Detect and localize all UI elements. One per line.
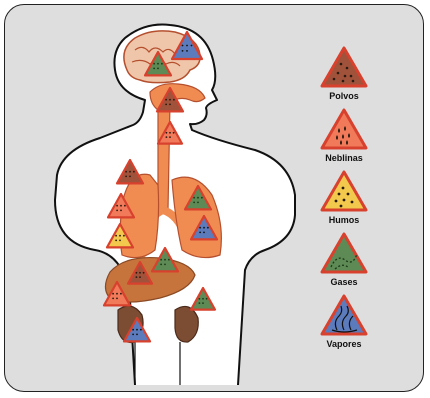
legend-item-neblinas: Neblinas [322,110,366,163]
legend: Polvos Neblinas Humos [322,48,366,349]
body-marker-speck [120,205,122,207]
body-marker-speck [165,99,167,101]
body-marker-speck [136,333,138,335]
body-marker-speck [161,63,163,65]
body-marker-speck [119,239,121,241]
legend-item-polvos: Polvos [322,48,366,101]
body-marker-speck [116,293,118,295]
body-marker-speck [191,45,193,47]
body-marker-speck [186,50,188,52]
body-marker-speck [129,175,131,177]
legend-label-neblinas: Neblinas [325,153,363,163]
body-marker-speck [125,171,127,173]
body-marker-speck [199,298,201,300]
body-marker-speck [139,272,141,274]
body-marker-speck [164,259,166,261]
body-marker-speck [123,235,125,237]
body-marker-speck [199,302,201,304]
body-marker-speck [201,197,203,199]
body-marker-speck [197,197,199,199]
body-marker-speck [136,276,138,278]
body-marker-speck [207,227,209,229]
body-marker-speck [120,293,122,295]
body-marker-speck [166,136,168,138]
body-marker-speck [164,263,166,265]
body-marker-speck [193,201,195,203]
body-marker-speck [157,63,159,65]
body-marker-speck [203,227,205,229]
body-marker-speck [129,171,131,173]
legend-label-gases: Gases [330,277,357,287]
body-marker-speck [165,103,167,105]
body-marker-speck [168,259,170,261]
body-marker-speck [116,297,118,299]
legend-label-vapores: Vapores [326,339,361,349]
body-marker-speck [160,263,162,265]
body-marker-speck [124,205,126,207]
legend-label-humos: Humos [329,215,360,225]
body-marker-speck [139,276,141,278]
body-marker-speck [132,329,134,331]
body-marker-speck [153,63,155,65]
body-marker-speck [112,293,114,295]
legend-label-polvos: Polvos [329,91,359,101]
body-marker-speck [157,67,159,69]
body-marker-speck [160,259,162,261]
legend-item-humos: Humos [322,172,366,225]
body-marker-speck [136,329,138,331]
body-marker-speck [115,235,117,237]
body-marker-speck [169,103,171,105]
body-marker-speck [173,132,175,134]
body-marker-speck [193,197,195,199]
body-marker-speck [136,272,138,274]
body-marker-speck [202,298,204,300]
body-marker-speck [199,231,201,233]
body-marker-speck [173,99,175,101]
body-marker-speck [120,209,122,211]
body-marker-speck [203,231,205,233]
body-marker-speck [202,302,204,304]
body-marker-speck [119,235,121,237]
body-marker-speck [182,45,184,47]
body-marker-speck [197,201,199,203]
body-marker-speck [169,136,171,138]
body-marker-speck [169,132,171,134]
body-marker-speck [115,239,117,241]
body-marker-speck [116,205,118,207]
body-marker-speck [186,45,188,47]
body-marker-speck [125,175,127,177]
body-marker-speck [199,227,201,229]
body-marker-speck [140,329,142,331]
body-marker-speck [143,272,145,274]
body-marker-speck [133,171,135,173]
body-marker-speck [116,209,118,211]
body-marker-speck [182,50,184,52]
body-marker-speck [132,333,134,335]
body-marker-speck [112,297,114,299]
body-marker-speck [153,67,155,69]
body-marker-speck [206,298,208,300]
legend-item-vapores: Vapores [322,296,366,349]
body-marker-speck [166,132,168,134]
body-marker-speck [169,99,171,101]
legend-item-gases: Gases [322,234,366,287]
